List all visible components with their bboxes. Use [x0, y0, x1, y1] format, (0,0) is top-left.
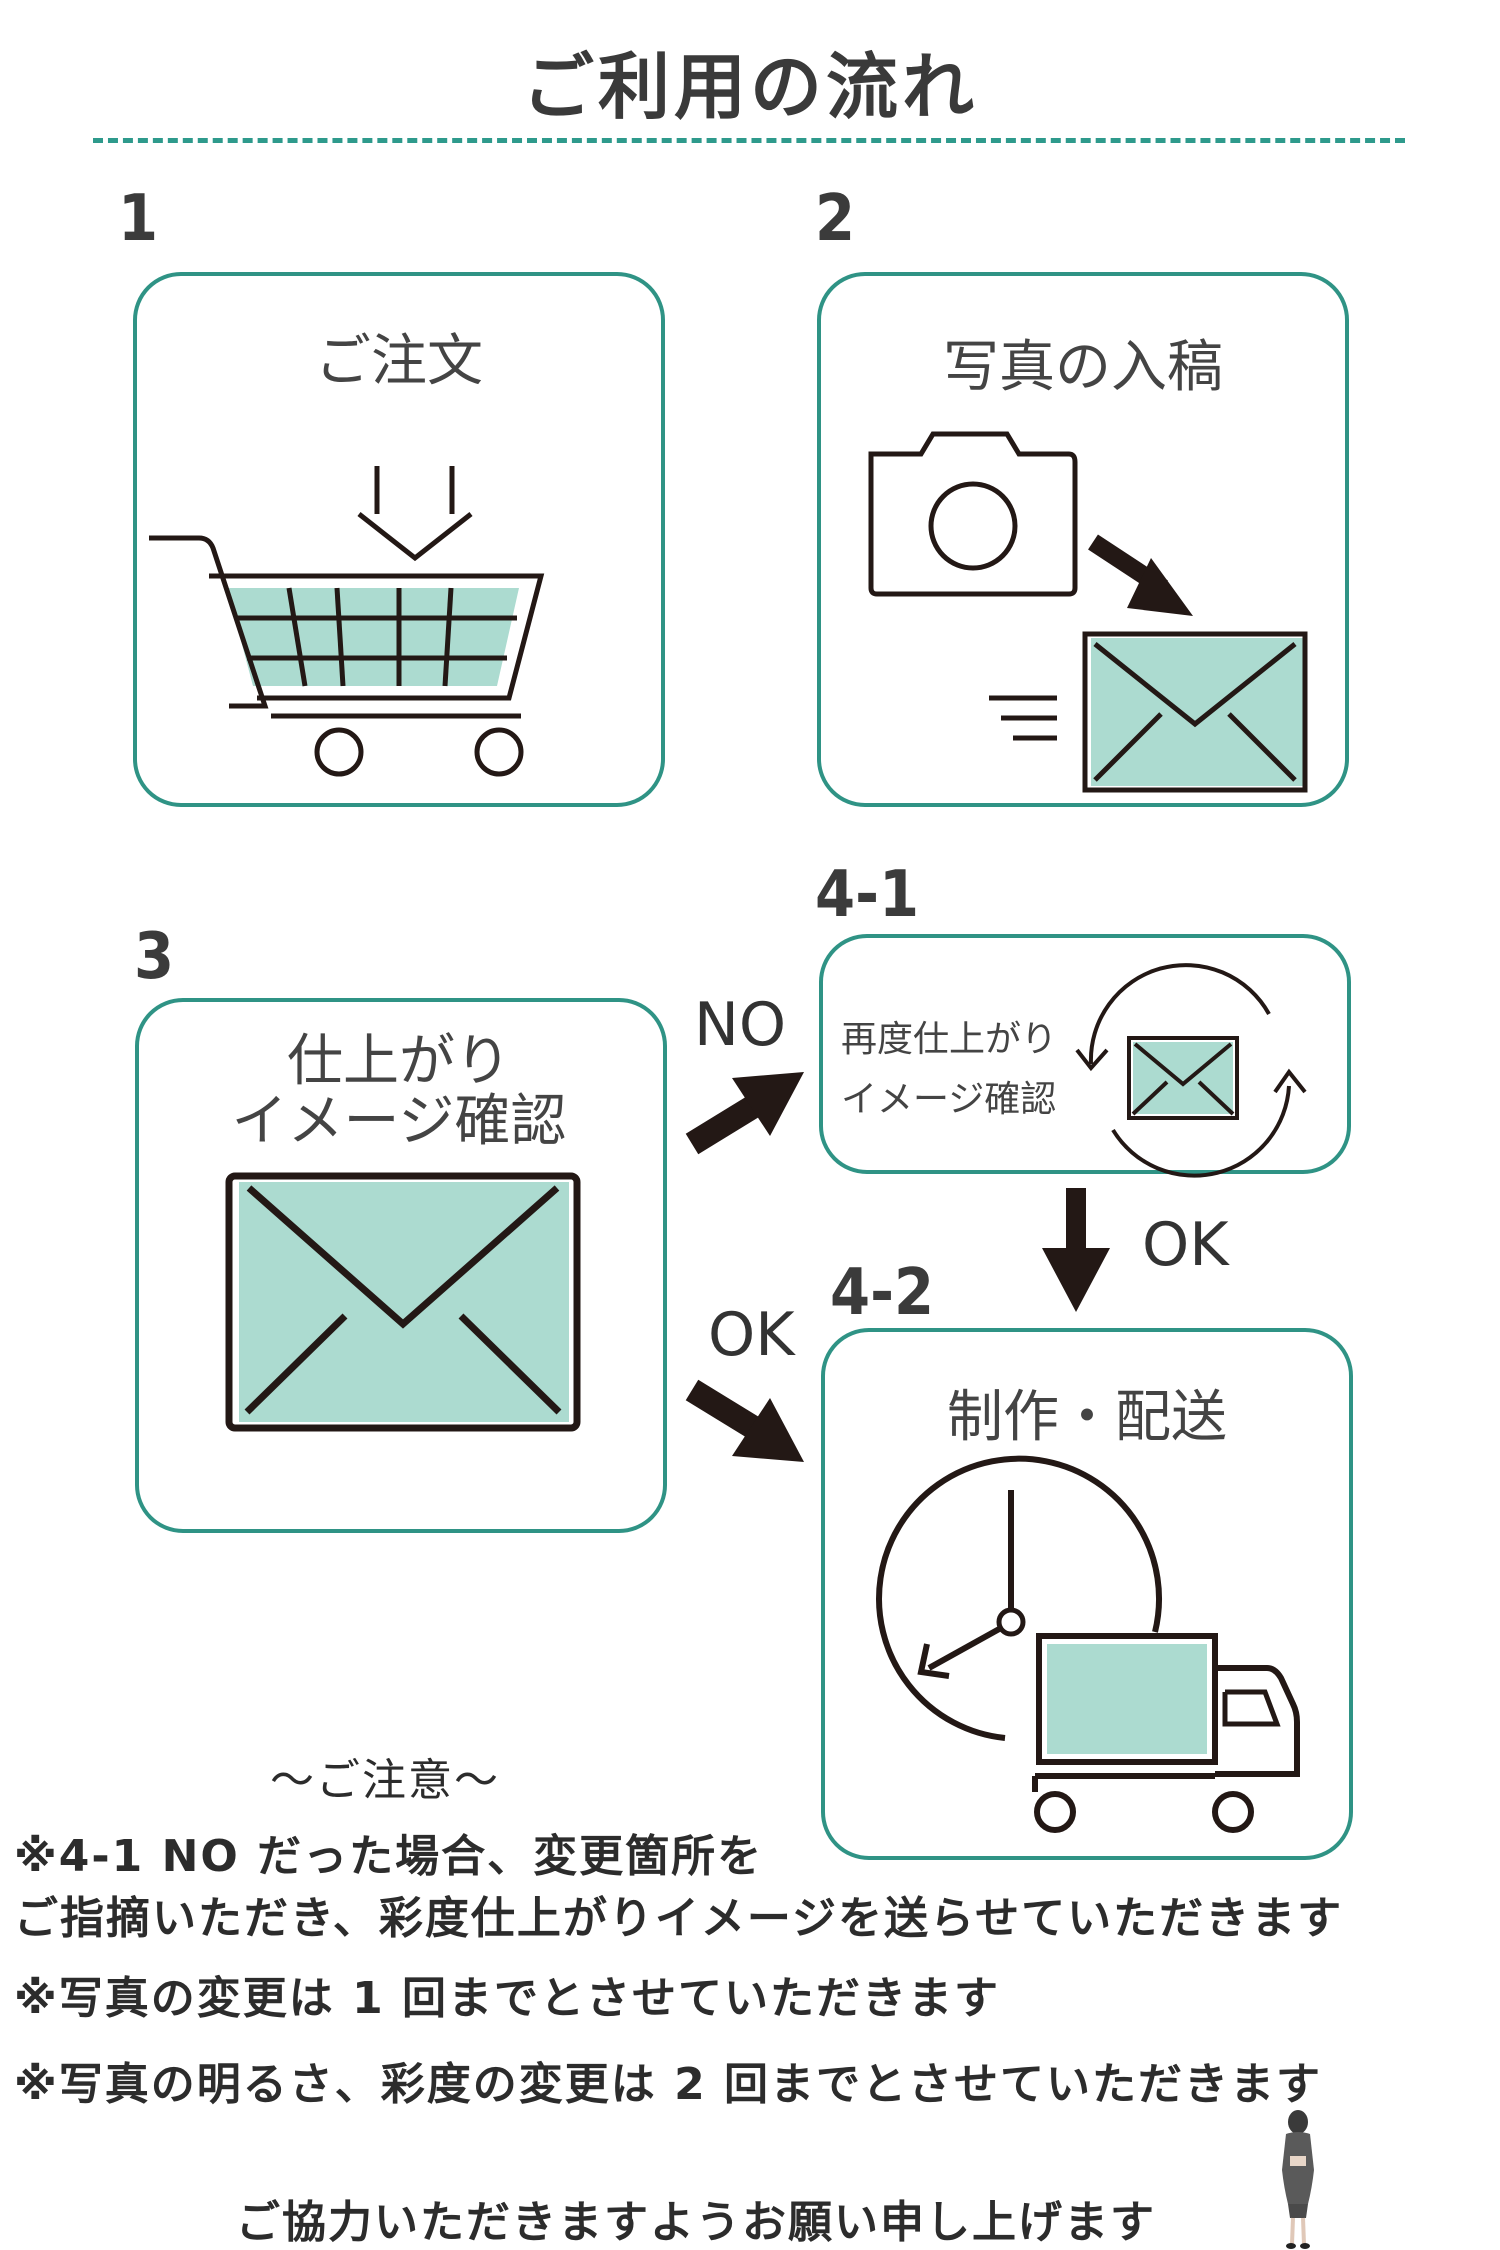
step-3-title-line2: イメージ確認	[231, 1089, 567, 1154]
note-line-3: ※写真の変更は 1 回までとさせていただきます	[14, 1973, 1001, 2024]
ok-arrow-down-icon	[1042, 1188, 1110, 1312]
step-1-title: ご注文	[315, 329, 483, 394]
step-2-card: 写真の入稿	[817, 272, 1349, 807]
closing-message: ご協力いただきますようお願い申し上げます	[236, 2197, 1156, 2248]
step-4-2-card: 制作・配送	[821, 1328, 1353, 1860]
step-3-card: 仕上がり イメージ確認	[135, 998, 667, 1533]
shopping-cart-icon	[149, 466, 545, 777]
note-line-2: ご指摘いただき、彩度仕上がりイメージを送らせていただきます	[14, 1893, 1344, 1944]
title-divider	[93, 138, 1405, 143]
step-3-number: 3	[134, 920, 175, 994]
step-1-card: ご注文	[133, 272, 665, 807]
no-arrow-icon	[685, 1072, 804, 1155]
ok-label-right: OK	[708, 1300, 795, 1370]
step-2-title: 写真の入稿	[943, 335, 1223, 400]
mail-icon	[225, 1172, 581, 1432]
mail-refresh-icon	[1075, 963, 1307, 1178]
step-2-number: 2	[815, 182, 856, 256]
camera-to-mail-icon	[868, 431, 1308, 793]
page-title: ご利用の流れ	[521, 45, 978, 129]
step-3-title-line1: 仕上がり	[287, 1029, 511, 1094]
step-4-1-number: 4-1	[815, 858, 920, 932]
step-4-1-card: 再度仕上がり イメージ確認	[819, 934, 1351, 1178]
step-4-1-label-line2: イメージ確認	[841, 1079, 1057, 1120]
clock-truck-icon	[876, 1455, 1300, 1833]
step-4-1-label-line1: 再度仕上がり	[841, 1019, 1058, 1060]
step-1-number: 1	[118, 182, 159, 256]
note-line-1: ※4-1 NO だった場合、変更箇所を	[14, 1831, 764, 1882]
step-4-2-number: 4-2	[830, 1256, 935, 1330]
ok-arrow-right-icon	[685, 1379, 804, 1462]
step-4-2-title: 制作・配送	[947, 1385, 1227, 1450]
notes-heading: ～ご注意～	[270, 1755, 500, 1806]
bowing-person-icon	[1282, 2110, 1314, 2249]
no-label: NO	[694, 990, 787, 1060]
note-line-4: ※写真の明るさ、彩度の変更は 2 回までとさせていただきます	[14, 2059, 1323, 2110]
ok-label-down: OK	[1142, 1210, 1229, 1280]
